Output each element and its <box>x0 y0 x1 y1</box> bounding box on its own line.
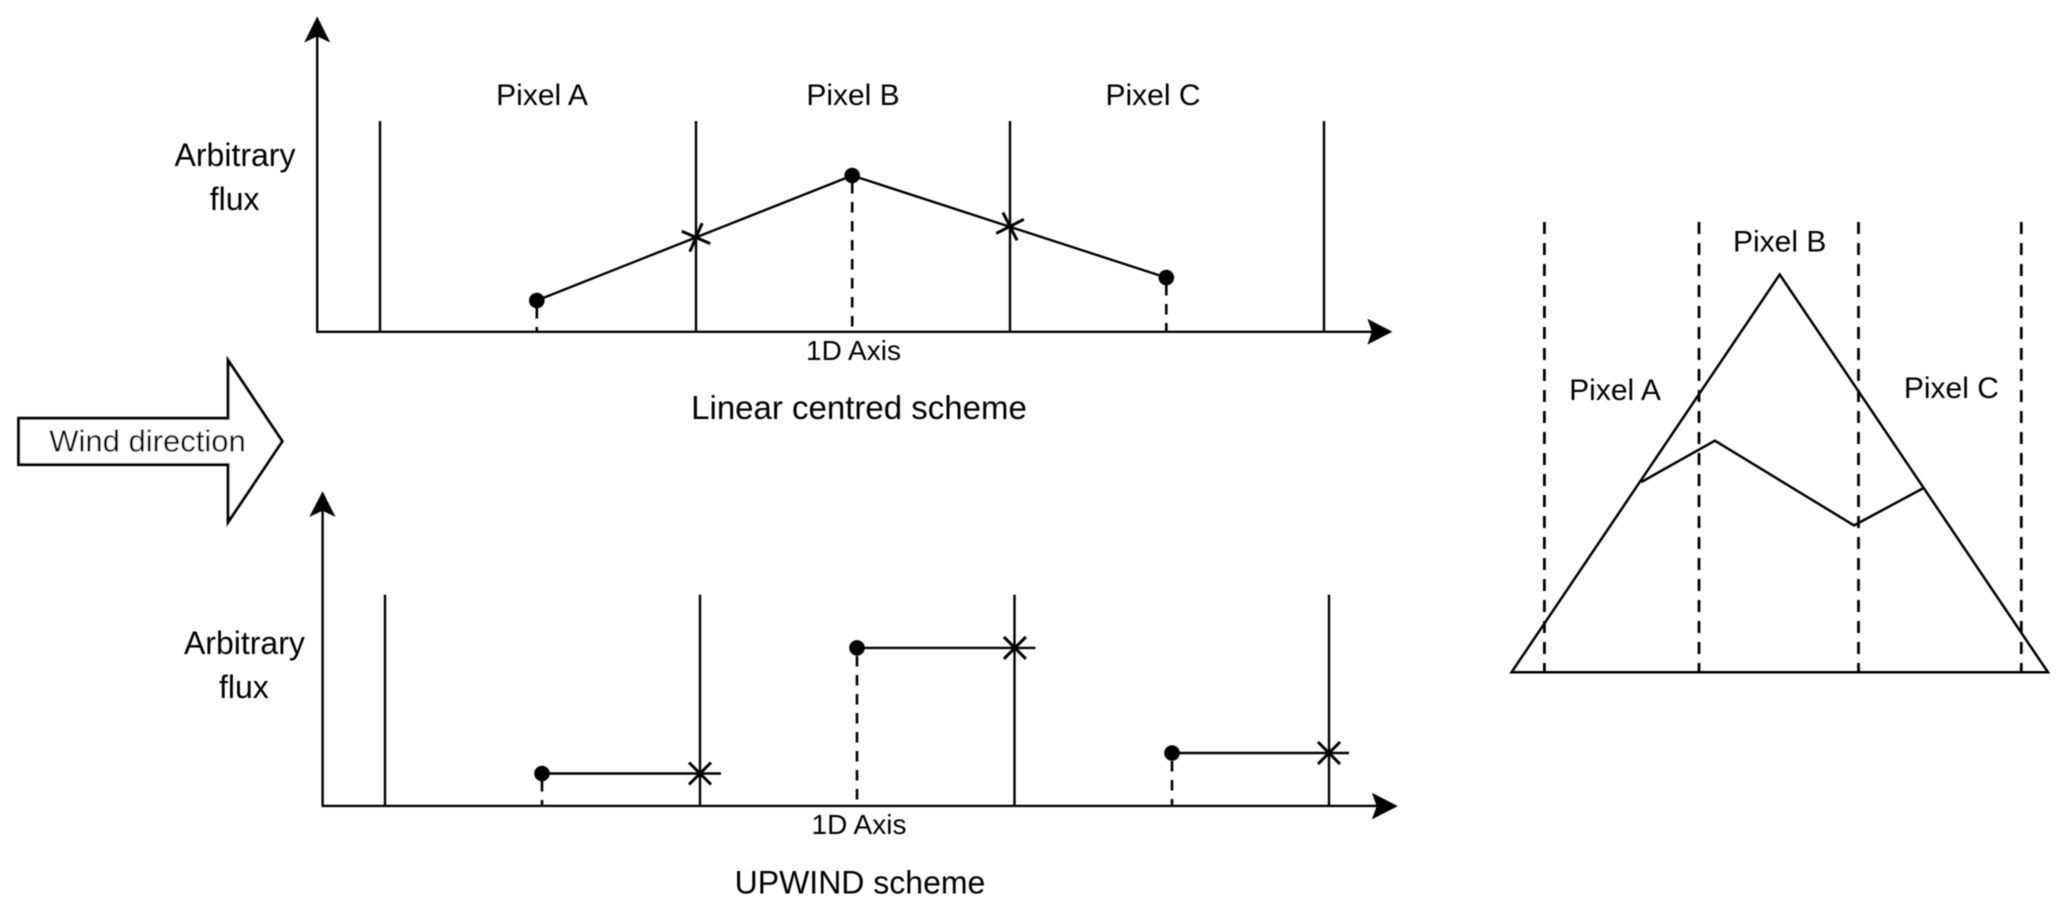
svg-text:1D Axis: 1D Axis <box>806 335 901 366</box>
svg-text:Pixel B: Pixel B <box>1733 226 1826 259</box>
svg-text:Pixel B: Pixel B <box>806 79 899 112</box>
svg-text:Arbitrary: Arbitrary <box>184 625 305 661</box>
svg-text:Pixel C: Pixel C <box>1904 372 1999 405</box>
svg-text:flux: flux <box>219 669 269 705</box>
svg-text:Pixel C: Pixel C <box>1105 79 1200 112</box>
svg-text:Pixel A: Pixel A <box>1569 374 1661 407</box>
svg-text:Arbitrary: Arbitrary <box>175 137 296 173</box>
svg-text:1D Axis: 1D Axis <box>812 809 907 840</box>
svg-text:Linear centred scheme: Linear centred scheme <box>691 389 1027 426</box>
svg-text:flux: flux <box>210 181 260 217</box>
svg-text:UPWIND scheme: UPWIND scheme <box>735 865 986 901</box>
svg-text:Wind direction: Wind direction <box>49 424 245 459</box>
svg-text:Pixel A: Pixel A <box>496 79 588 112</box>
